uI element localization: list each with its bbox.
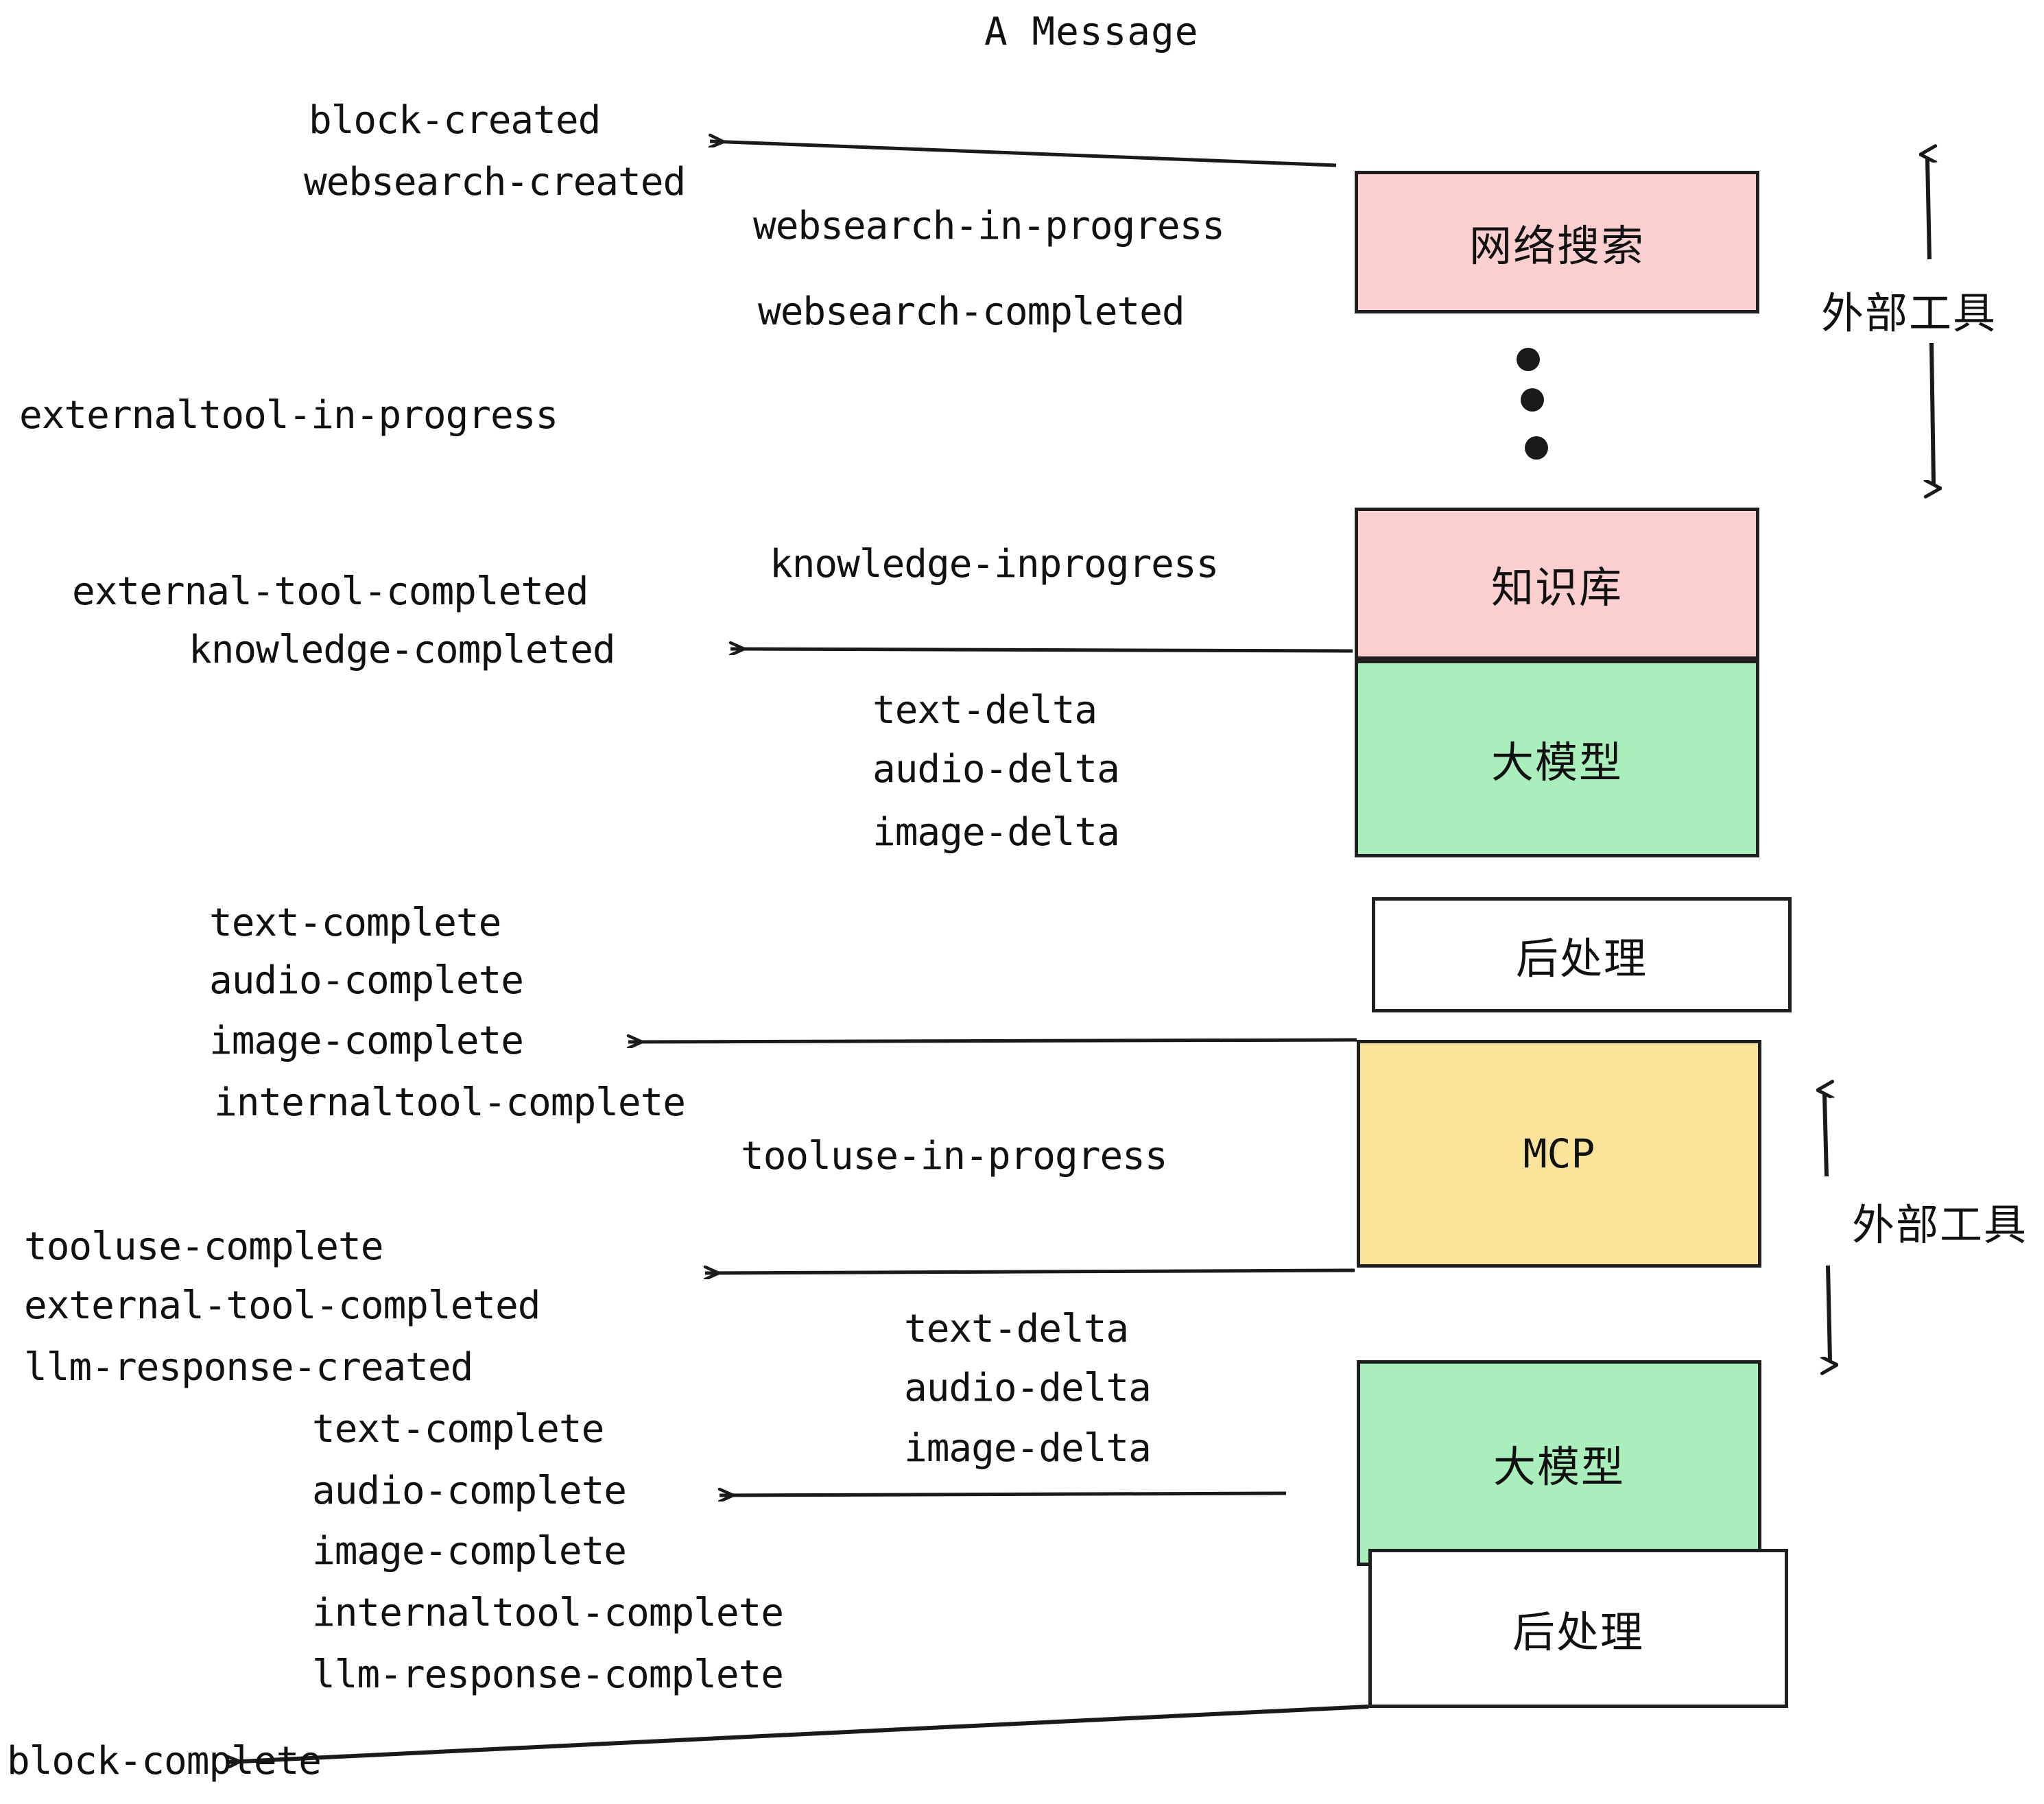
event-block-complete: block-complete — [7, 1739, 322, 1783]
event-internaltool-complete-2: internaltool-complete — [312, 1591, 784, 1635]
node-knowledge-label: 知识库 — [1490, 562, 1623, 613]
node-llm-1-label: 大模型 — [1490, 737, 1623, 787]
bracket-arrow-down-bottom — [1828, 1265, 1830, 1360]
event-audio-delta-1: audio-delta — [872, 747, 1120, 792]
side-label-external-tool-bottom: 外部工具 — [1852, 1200, 2028, 1250]
event-text-complete-1: text-complete — [209, 901, 501, 945]
event-knowledge-completed: knowledge-completed — [189, 628, 616, 672]
event-text-delta-2: text-delta — [904, 1307, 1129, 1351]
event-llm-response-created: llm-response-created — [24, 1345, 473, 1390]
bracket-arrow-up-bottom — [1825, 1095, 1827, 1177]
event-block-created: block-created — [309, 98, 601, 143]
event-image-complete-2: image-complete — [312, 1529, 627, 1574]
event-llm-response-complete: llm-response-complete — [312, 1652, 784, 1697]
event-external-tool-completed-2: external-tool-completed — [24, 1283, 540, 1328]
node-postprocess-1[interactable]: 后处理 — [1372, 897, 1792, 1012]
arrow-block-created — [710, 141, 1337, 167]
event-websearch-created: websearch-created — [304, 160, 686, 204]
node-postprocess-2[interactable]: 后处理 — [1368, 1549, 1788, 1708]
diagram-title: A Message — [984, 10, 1199, 54]
node-llm-2[interactable]: 大模型 — [1357, 1360, 1761, 1566]
bracket-arrow-up-top — [1927, 159, 1929, 260]
event-websearch-in-progress: websearch-in-progress — [753, 204, 1225, 248]
node-mcp-label: MCP — [1523, 1130, 1595, 1177]
node-postprocess-2-label: 后处理 — [1512, 1607, 1644, 1657]
arrow-image-complete — [628, 1040, 1357, 1042]
event-image-delta-1: image-delta — [872, 810, 1120, 855]
event-audio-complete-1: audio-complete — [209, 958, 524, 1003]
node-postprocess-1-label: 后处理 — [1515, 934, 1648, 984]
event-tooluse-complete: tooluse-complete — [24, 1224, 383, 1269]
event-websearch-completed: websearch-completed — [758, 289, 1185, 334]
event-tooluse-in-progress: tooluse-in-progress — [741, 1134, 1168, 1178]
node-mcp[interactable]: MCP — [1357, 1040, 1761, 1268]
event-audio-delta-2: audio-delta — [904, 1366, 1152, 1410]
event-text-delta-1: text-delta — [872, 688, 1097, 733]
node-websearch-label: 网络搜索 — [1469, 221, 1645, 271]
arrow-tooluse-complete — [705, 1270, 1355, 1273]
bracket-arrow-down-top — [1932, 342, 1934, 484]
arrow-audio-complete — [720, 1493, 1287, 1495]
event-externaltool-in-progress: externaltool-in-progress — [19, 393, 558, 438]
event-knowledge-inprogress: knowledge-inprogress — [770, 542, 1219, 586]
event-text-complete-2: text-complete — [312, 1407, 604, 1451]
side-label-external-tool-top: 外部工具 — [1821, 288, 1997, 338]
event-image-delta-2: image-delta — [904, 1426, 1152, 1471]
node-knowledge[interactable]: 知识库 — [1355, 508, 1759, 660]
event-internaltool-complete-1: internaltool-complete — [214, 1080, 686, 1125]
arrow-block-complete — [226, 1705, 1369, 1762]
event-audio-complete-2: audio-complete — [312, 1469, 627, 1513]
arrow-knowledge-completed — [730, 649, 1353, 651]
event-image-complete-1: image-complete — [209, 1019, 524, 1063]
node-llm-2-label: 大模型 — [1493, 1442, 1625, 1492]
event-external-tool-completed-1: external-tool-completed — [72, 569, 589, 614]
node-llm-1[interactable]: 大模型 — [1355, 660, 1759, 857]
node-websearch[interactable]: 网络搜索 — [1355, 171, 1759, 313]
